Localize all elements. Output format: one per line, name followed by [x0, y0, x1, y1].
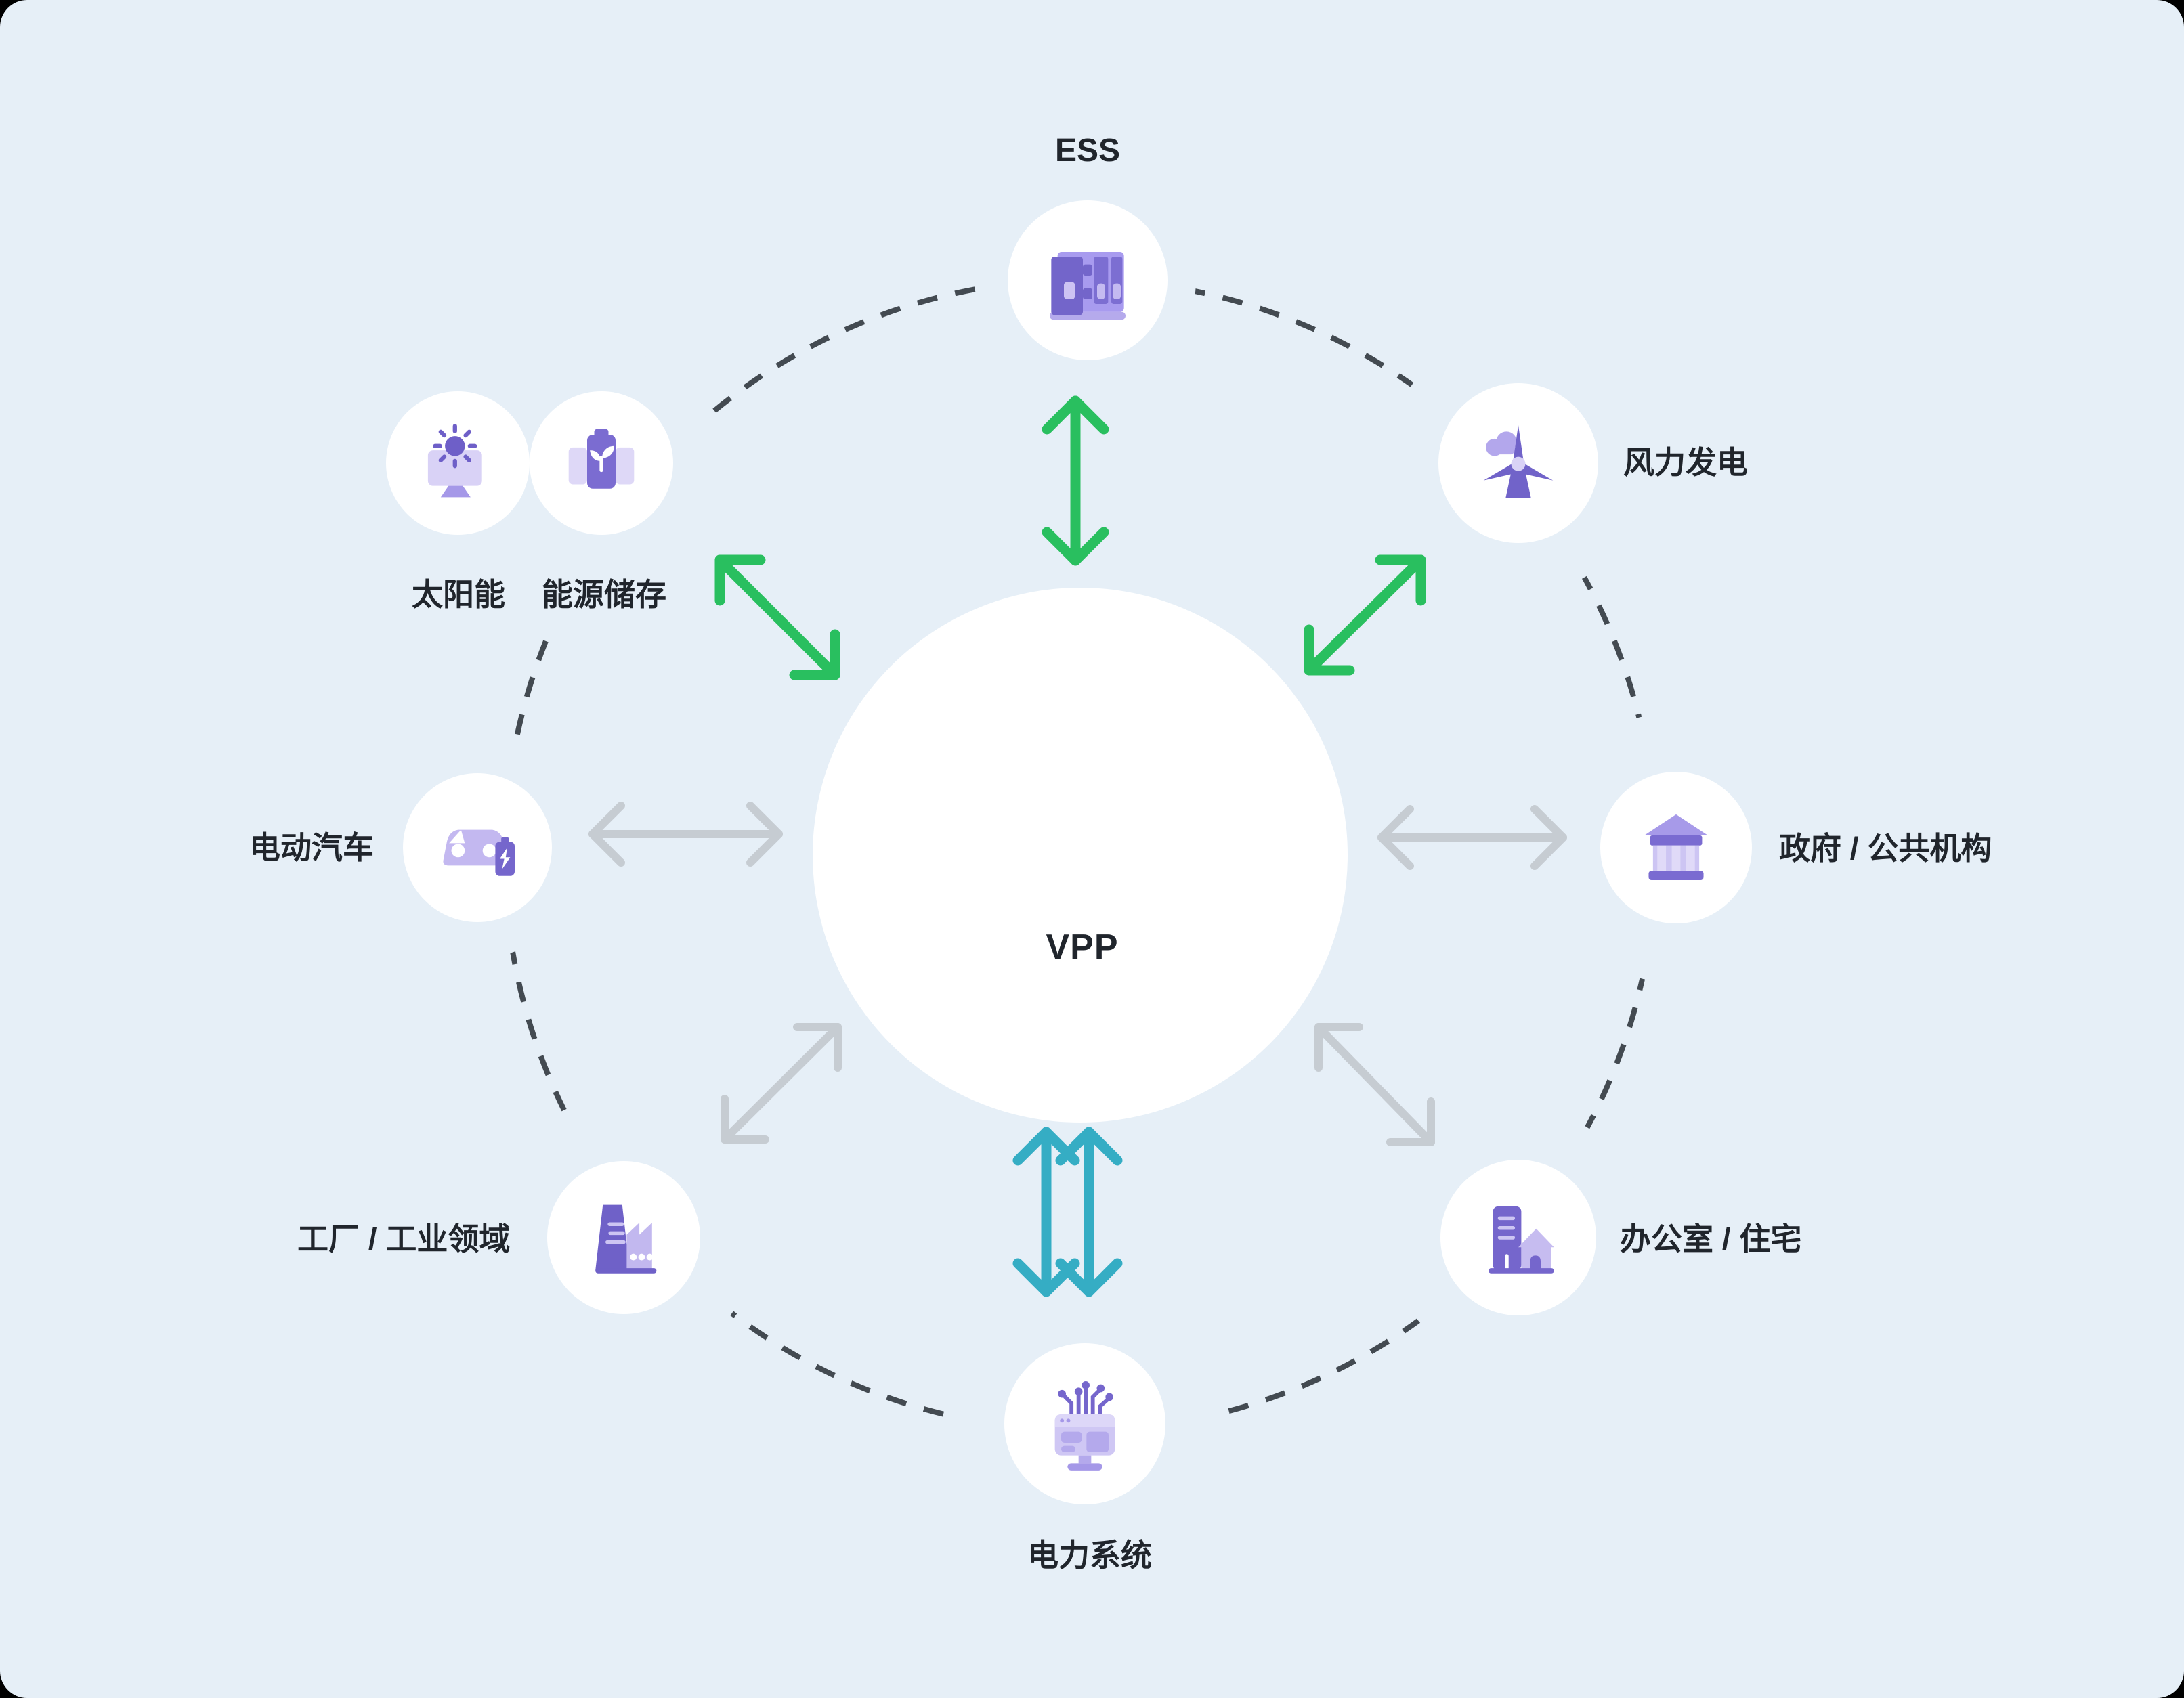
- node-factory: [547, 1161, 700, 1314]
- storage-label: 能源储存: [542, 577, 666, 612]
- electric-car-icon: [443, 829, 515, 876]
- battery-cabinet-icon: [1050, 252, 1126, 320]
- wind-label: 风力发电: [1623, 445, 1748, 480]
- arrow-vpp-solar-storage: [714, 554, 840, 680]
- vpp-center-circle: [813, 588, 1348, 1123]
- node-wind: [1438, 383, 1598, 543]
- node-ev: [403, 773, 552, 922]
- office-house-icon: [1489, 1206, 1554, 1274]
- node-solar: [386, 391, 530, 535]
- factory-label: 工厂 / 工业领域: [297, 1221, 511, 1257]
- solar-label: 太阳能: [412, 577, 505, 612]
- arrow-vpp-office: [1314, 1023, 1435, 1146]
- node-ess: [1008, 200, 1168, 360]
- arrow-vpp-government: [1377, 805, 1567, 870]
- vpp-label: VPP: [1046, 928, 1119, 967]
- arrow-vpp-ev: [588, 802, 783, 867]
- power-network-monitor-icon: [1054, 1381, 1115, 1471]
- eco-battery-icon: [568, 429, 635, 489]
- factory-icon: [595, 1204, 657, 1274]
- ess-label: ESS: [1054, 133, 1121, 169]
- ev-label: 电动汽车: [249, 830, 374, 865]
- office-label: 办公室 / 住宅: [1620, 1221, 1802, 1257]
- government-building-icon: [1644, 814, 1708, 880]
- node-government: [1600, 772, 1752, 923]
- arrow-vpp-factory: [721, 1023, 842, 1144]
- solar-panel-icon: [427, 424, 482, 498]
- power-system-label: 电力系统: [1027, 1538, 1152, 1573]
- arrow-vpp-wind: [1304, 554, 1426, 676]
- wind-turbine-icon: [1483, 425, 1554, 498]
- node-office: [1440, 1160, 1596, 1315]
- government-label: 政府 / 公共机构: [1779, 831, 1992, 866]
- arrow-vpp-ess: [1042, 395, 1109, 566]
- node-storage: [530, 391, 673, 535]
- node-power-system: [1004, 1343, 1165, 1504]
- arrow-vpp-power-right: [1055, 1127, 1123, 1297]
